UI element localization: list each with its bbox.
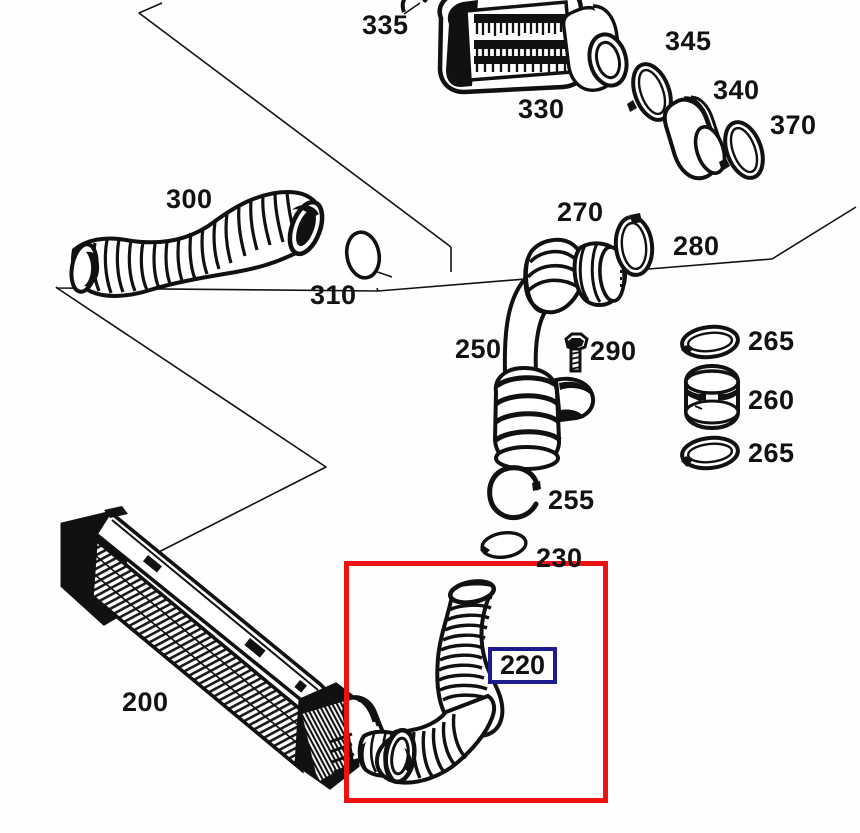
part-label-345: 345 — [665, 26, 712, 56]
part-label-265b: 265 — [748, 438, 795, 468]
part-label-310: 310 — [310, 280, 357, 310]
part-label-265a: 265 — [748, 326, 795, 356]
part-label-330: 330 — [518, 94, 565, 124]
part-label-280: 280 — [673, 231, 720, 261]
part-label-335: 335 — [362, 10, 409, 40]
part-260-connector-sleeve — [684, 363, 740, 431]
part-340-connector-sleeve — [662, 95, 727, 181]
callout-label-220: 220 — [499, 650, 546, 680]
part-330-air-filter-housing — [400, 0, 629, 95]
part-label-300: 300 — [166, 184, 213, 214]
part-290-mounting-bolt — [564, 332, 589, 373]
part-230-sealing-ring — [480, 531, 528, 559]
part-label-200: 200 — [122, 687, 169, 717]
part-label-250: 250 — [455, 334, 502, 364]
part-280-hose-clamp — [613, 213, 655, 277]
part-300-corrugated-air-duct — [69, 189, 325, 298]
part-label-370: 370 — [770, 110, 817, 140]
part-label-340: 340 — [713, 75, 760, 105]
part-345-hose-clamp — [627, 62, 673, 122]
part-label-270: 270 — [557, 197, 604, 227]
part-label-260: 260 — [748, 385, 795, 415]
part-200-intercooler — [60, 506, 413, 790]
callout-box-220[interactable]: 220 — [488, 647, 557, 684]
part-310-sealing-ring — [344, 230, 382, 280]
part-label-255: 255 — [548, 485, 595, 515]
part-label-230: 230 — [536, 543, 583, 573]
part-250-charge-air-elbow-pipe — [492, 237, 595, 471]
part-255-retaining-clip — [487, 465, 541, 521]
part-265-lower-hose-clamp — [680, 435, 740, 471]
part-220-charge-air-hose — [375, 579, 505, 785]
part-370-hose-clamp — [719, 120, 765, 180]
part-265-upper-hose-clamp — [680, 324, 740, 360]
part-270-connector-sleeve — [572, 241, 627, 307]
part-label-290: 290 — [590, 336, 637, 366]
